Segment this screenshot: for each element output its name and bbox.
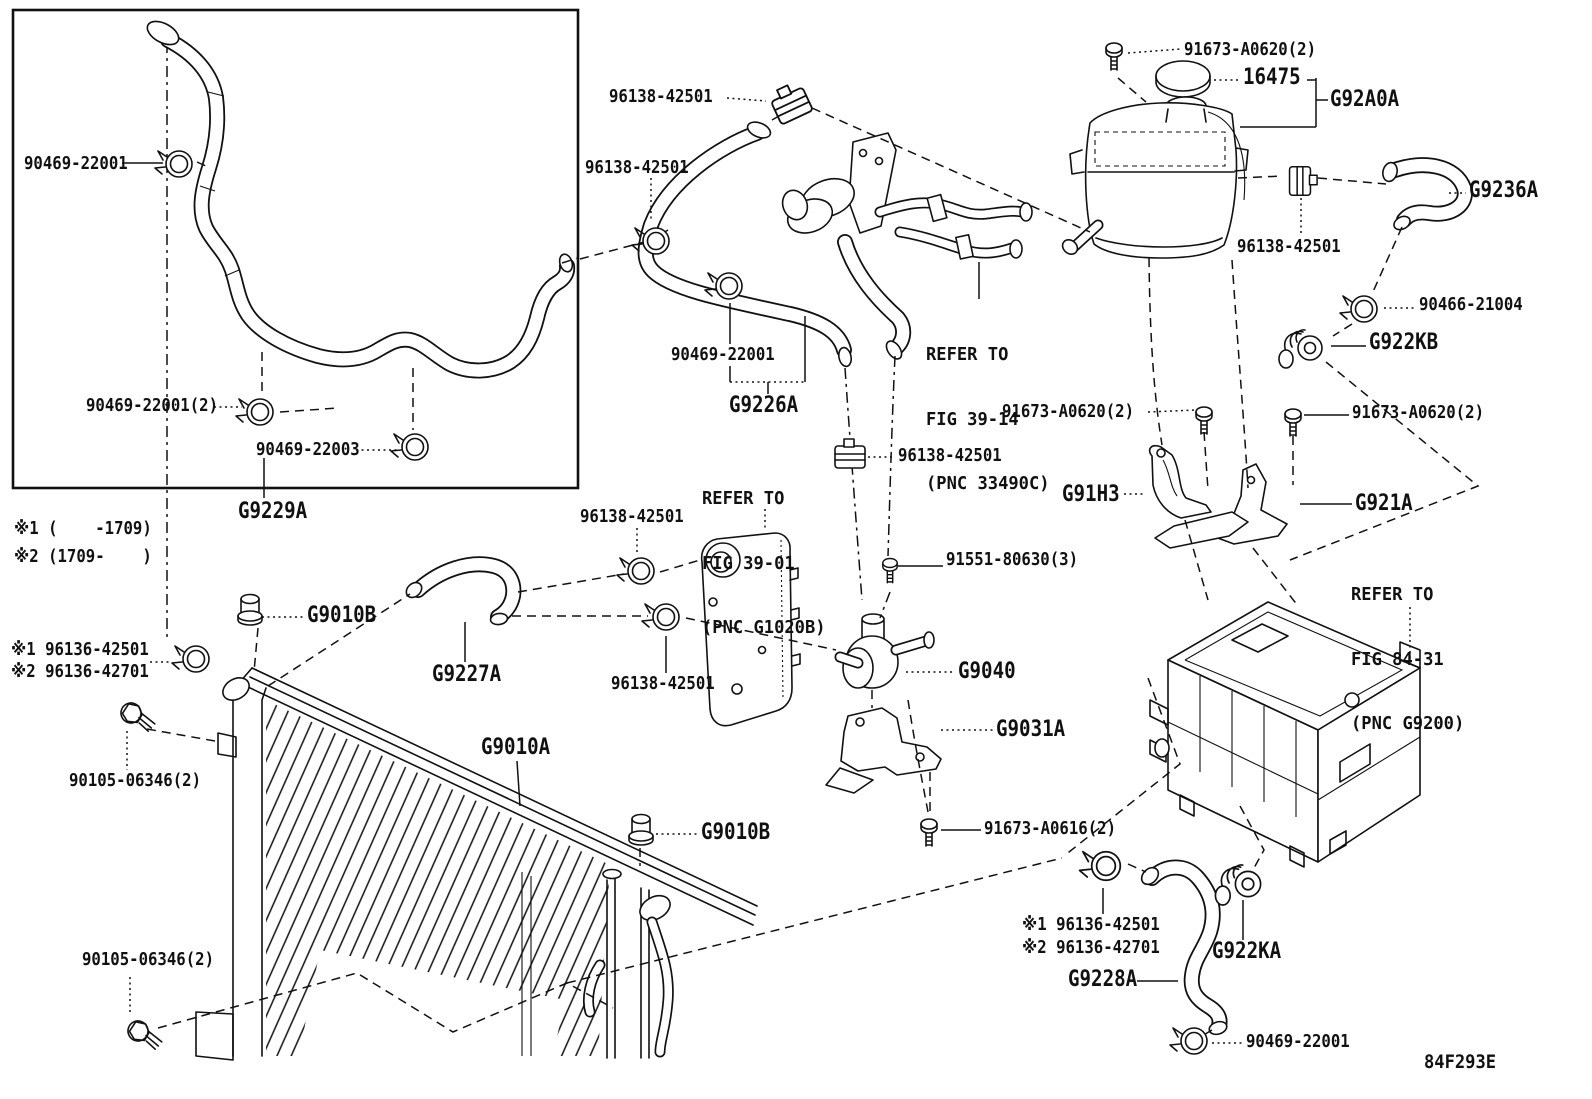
part-label-96138-42501-e: 96138-42501 xyxy=(580,506,684,527)
part-label-90469-22001-c: 90469-22001 xyxy=(671,344,775,365)
part-label-g9236a: G9236A xyxy=(1469,178,1539,203)
part-label-90466-21004: 90466-21004 xyxy=(1419,294,1523,315)
water-pump-drawing xyxy=(834,613,935,689)
part-label-96138-42501-d: 96138-42501 xyxy=(898,445,1002,466)
part-label-91673-a0620-left: 91673-A0620(2) xyxy=(1002,401,1134,422)
part-label-90469-22001-d: 90469-22001 xyxy=(1246,1031,1350,1052)
part-label-g921a: G921A xyxy=(1355,491,1413,516)
part-label-91673-a0620-top: 91673-A0620(2) xyxy=(1184,39,1316,60)
part-label-96136-42701-right: ※2 96136-42701 xyxy=(1022,937,1160,958)
reference-line: (PNC G1020B) xyxy=(702,617,826,638)
part-label-g9229a: G9229A xyxy=(238,499,308,524)
part-label-96136-42501-right: ※1 96136-42501 xyxy=(1022,914,1160,935)
part-label-90105-06346-mid: 90105-06346(2) xyxy=(69,770,201,791)
part-label-96138-42501-f: 96138-42501 xyxy=(611,673,715,694)
part-label-g91h3: G91H3 xyxy=(1062,482,1120,507)
bracket-g91h3-drawing xyxy=(1148,444,1212,519)
inset-box xyxy=(11,8,580,640)
part-label-g9226a: G9226A xyxy=(729,393,799,418)
part-label-g92a0a: G92A0A xyxy=(1330,87,1400,112)
part-label-90469-22001-2: 90469-22001(2) xyxy=(86,395,218,416)
radiator-drawing xyxy=(195,667,758,1061)
part-label-90105-06346-low: 90105-06346(2) xyxy=(82,949,214,970)
part-label-96136-42701-left: ※2 96136-42701 xyxy=(11,661,149,682)
hose-g9236a-drawing xyxy=(1382,157,1473,231)
bracket-g921a-drawing xyxy=(1154,463,1288,549)
part-label-g9010b-bottom: G9010B xyxy=(701,820,771,845)
pump-bracket-drawing xyxy=(825,707,942,794)
reference-line: FIG 39-14 xyxy=(926,408,1019,430)
inverter-drawing xyxy=(1149,601,1421,868)
part-label-91673-a0616: 91673-A0616(2) xyxy=(984,818,1116,839)
note-applicability-1: ※1 ( -1709) xyxy=(14,518,152,539)
hose-g9226a-drawing xyxy=(637,121,852,368)
part-label-96138-42501-a: 96138-42501 xyxy=(609,86,713,107)
part-label-91673-a0620-right: 91673-A0620(2) xyxy=(1352,402,1484,423)
part-label-g922ka: G922KA xyxy=(1212,939,1282,964)
part-label-g9227a: G9227A xyxy=(432,662,502,687)
part-label-g9228a: G9228A xyxy=(1068,967,1138,992)
reference-fig-39-14: REFER TO FIG 39-14 (PNC 33490C) xyxy=(926,301,1050,538)
figure-code: 84F293E xyxy=(1424,1051,1497,1073)
part-label-96136-42501-left: ※1 96136-42501 xyxy=(11,639,149,660)
part-label-91551-80630: 91551-80630(3) xyxy=(946,549,1078,570)
reference-line: FIG 39-01 xyxy=(702,552,795,574)
part-label-g9010a: G9010A xyxy=(481,735,551,760)
reference-line: REFER TO xyxy=(1351,584,1434,605)
part-label-g9031a: G9031A xyxy=(996,717,1066,742)
part-label-g922kb: G922KB xyxy=(1369,330,1439,355)
reference-fig-84-31: REFER TO FIG 84-31 (PNC G9200) xyxy=(1351,541,1464,778)
reference-line: FIG 84-31 xyxy=(1351,648,1444,670)
part-label-g9040: G9040 xyxy=(958,659,1016,684)
note-applicability-2: ※2 (1709- ) xyxy=(14,546,152,567)
part-label-96138-42501-g: 96138-42501 xyxy=(1237,236,1341,257)
reference-line: REFER TO xyxy=(702,488,785,509)
hose-g9227a-drawing xyxy=(405,556,522,626)
part-label-96138-42501-b: 96138-42501 xyxy=(585,157,689,178)
ecu-plate-drawing xyxy=(700,532,801,727)
part-label-16475: 16475 xyxy=(1243,65,1301,90)
reference-line: REFER TO xyxy=(926,344,1009,365)
part-label-90469-22003: 90469-22003 xyxy=(256,439,360,460)
construction-lines xyxy=(146,77,1480,1037)
valve-assembly-drawing xyxy=(781,132,1033,360)
reference-line: (PNC 33490C) xyxy=(926,473,1050,494)
part-label-g9010b-top: G9010B xyxy=(307,603,377,628)
reservoir-tank-drawing xyxy=(1061,60,1249,259)
reference-line: (PNC G9200) xyxy=(1351,713,1465,734)
reference-fig-39-01: REFER TO FIG 39-01 (PNC G1020B) xyxy=(702,445,826,682)
part-label-90469-22001-inset: 90469-22001 xyxy=(24,153,128,174)
leader-lines xyxy=(122,48,1466,1044)
